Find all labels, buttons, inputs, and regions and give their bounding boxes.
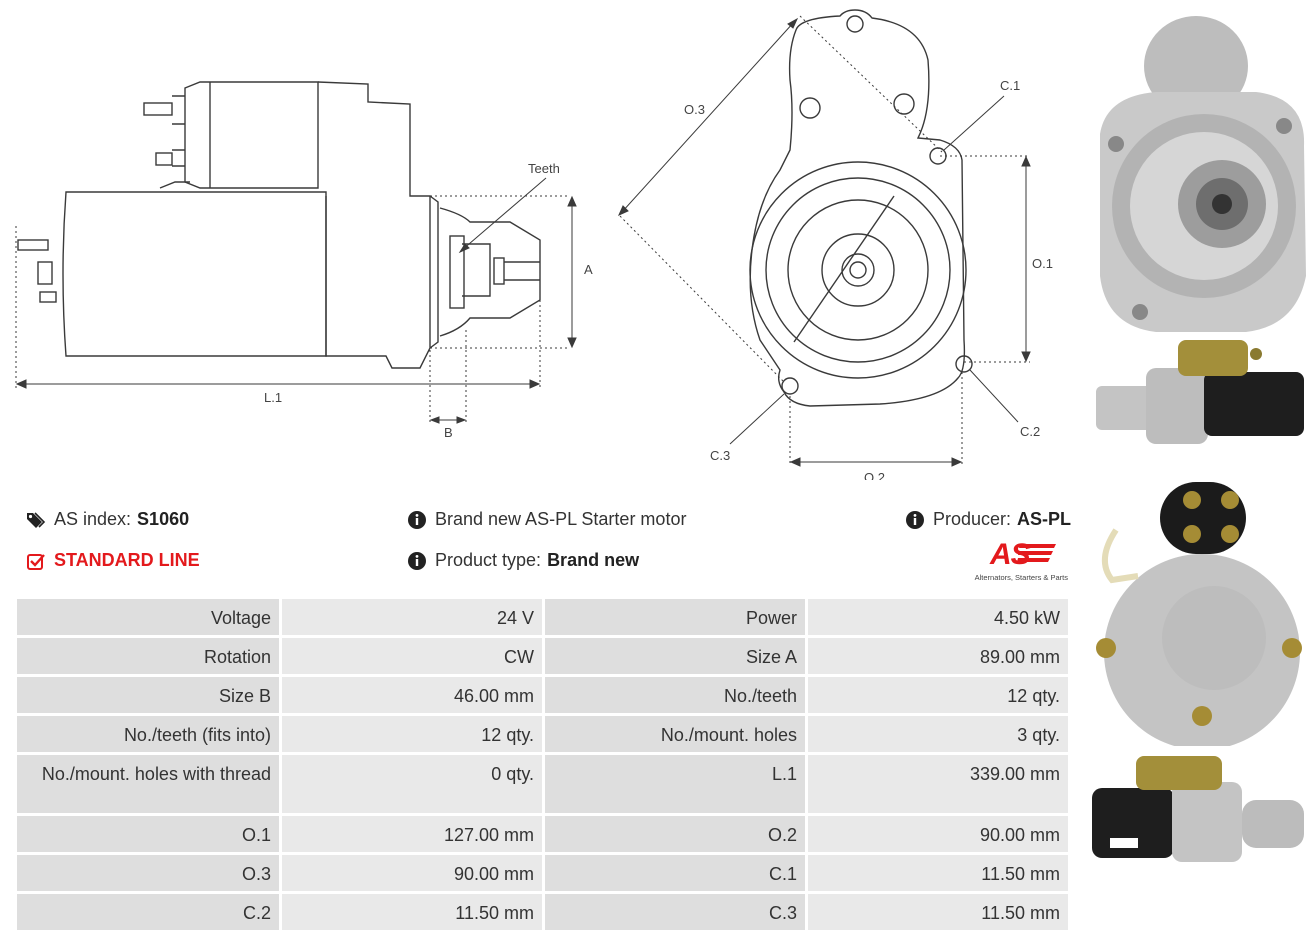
spec-label: O.2 <box>545 816 805 852</box>
spec-value: 89.00 mm <box>808 638 1068 674</box>
label-c3: C.3 <box>710 448 730 463</box>
spec-value: 24 V <box>282 599 542 635</box>
spec-label: O.1 <box>17 816 279 852</box>
label-a: A <box>584 262 593 277</box>
photo-side-view-2 <box>1086 752 1312 866</box>
label-c1: C.1 <box>1000 78 1020 93</box>
spec-label: C.1 <box>545 855 805 891</box>
spec-value: 12 qty. <box>282 716 542 752</box>
spec-value: 339.00 mm <box>808 755 1068 813</box>
table-row: No./teeth (fits into) 12 qty. No./mount.… <box>17 716 1068 752</box>
logo-brand: AS <box>990 538 1031 571</box>
spec-value: 46.00 mm <box>282 677 542 713</box>
spec-value: 0 qty. <box>282 755 542 813</box>
description-row: Brand new AS-PL Starter motor <box>407 509 686 530</box>
label-c2: C.2 <box>1020 424 1040 439</box>
spec-label: C.3 <box>545 894 805 930</box>
tags-icon <box>26 510 46 530</box>
spec-label: O.3 <box>17 855 279 891</box>
as-index-value: S1060 <box>137 509 190 529</box>
table-row: O.1 127.00 mm O.2 90.00 mm <box>17 816 1068 852</box>
spec-value: 3 qty. <box>808 716 1068 752</box>
spec-value: 90.00 mm <box>808 816 1068 852</box>
spec-label: C.2 <box>17 894 279 930</box>
product-type-row: Product type: Brand new <box>407 550 639 571</box>
spec-label: Size B <box>17 677 279 713</box>
spec-label: Rotation <box>17 638 279 674</box>
spec-value: 90.00 mm <box>282 855 542 891</box>
spec-label: Power <box>545 599 805 635</box>
spec-label: Voltage <box>17 599 279 635</box>
as-pl-logo: AS Alternators, Starters & Parts <box>962 538 1070 582</box>
spec-label: L.1 <box>545 755 805 813</box>
info-circle-icon <box>905 510 925 530</box>
standard-line-label: STANDARD LINE <box>54 550 200 570</box>
label-o3: O.3 <box>684 102 705 117</box>
table-row: Rotation CW Size A 89.00 mm <box>17 638 1068 674</box>
producer-row: Producer: AS-PL <box>905 509 1071 530</box>
label-o1: O.1 <box>1032 256 1053 271</box>
spec-label: No./teeth (fits into) <box>17 716 279 752</box>
product-type-label: Product type: <box>435 550 542 570</box>
spec-value: 4.50 kW <box>808 599 1068 635</box>
checkbox-icon <box>26 551 46 571</box>
specifications-table: Voltage 24 V Power 4.50 kW Rotation CW S… <box>14 596 1071 933</box>
logo-tagline: Alternators, Starters & Parts <box>974 573 1068 582</box>
producer-label: Producer: <box>933 509 1012 529</box>
info-circle-icon <box>407 510 427 530</box>
product-type-value: Brand new <box>547 550 640 570</box>
spec-value: 11.50 mm <box>808 894 1068 930</box>
table-row: O.3 90.00 mm C.1 11.50 mm <box>17 855 1068 891</box>
info-circle-icon <box>407 551 427 571</box>
table-row: Voltage 24 V Power 4.50 kW <box>17 599 1068 635</box>
table-row: C.2 11.50 mm C.3 11.50 mm <box>17 894 1068 930</box>
spec-label: No./teeth <box>545 677 805 713</box>
spec-value: 12 qty. <box>808 677 1068 713</box>
photo-side-view-1 <box>1086 334 1312 462</box>
label-teeth: Teeth <box>528 161 560 176</box>
spec-label: Size A <box>545 638 805 674</box>
label-o2: O.2 <box>864 470 885 480</box>
spec-label: No./mount. holes with thread <box>17 755 279 813</box>
table-row: Size B 46.00 mm No./teeth 12 qty. <box>17 677 1068 713</box>
spec-label: No./mount. holes <box>545 716 805 752</box>
standard-line-row: STANDARD LINE <box>26 550 200 571</box>
label-l1: L.1 <box>264 390 282 405</box>
as-index-row: AS index: S1060 <box>26 509 189 530</box>
photo-drive-end-view <box>1086 6 1312 336</box>
producer-value: AS-PL <box>1017 509 1072 529</box>
photo-terminal-end-view <box>1086 470 1312 750</box>
spec-value: 11.50 mm <box>808 855 1068 891</box>
table-row: No./mount. holes with thread 0 qty. L.1 … <box>17 755 1068 813</box>
description-text: Brand new AS-PL Starter motor <box>435 509 687 529</box>
label-b: B <box>444 425 453 440</box>
spec-value: CW <box>282 638 542 674</box>
spec-value: 127.00 mm <box>282 816 542 852</box>
as-index-label: AS index: <box>54 509 132 529</box>
spec-value: 11.50 mm <box>282 894 542 930</box>
technical-drawing: Teeth A L.1 B <box>0 0 1080 485</box>
